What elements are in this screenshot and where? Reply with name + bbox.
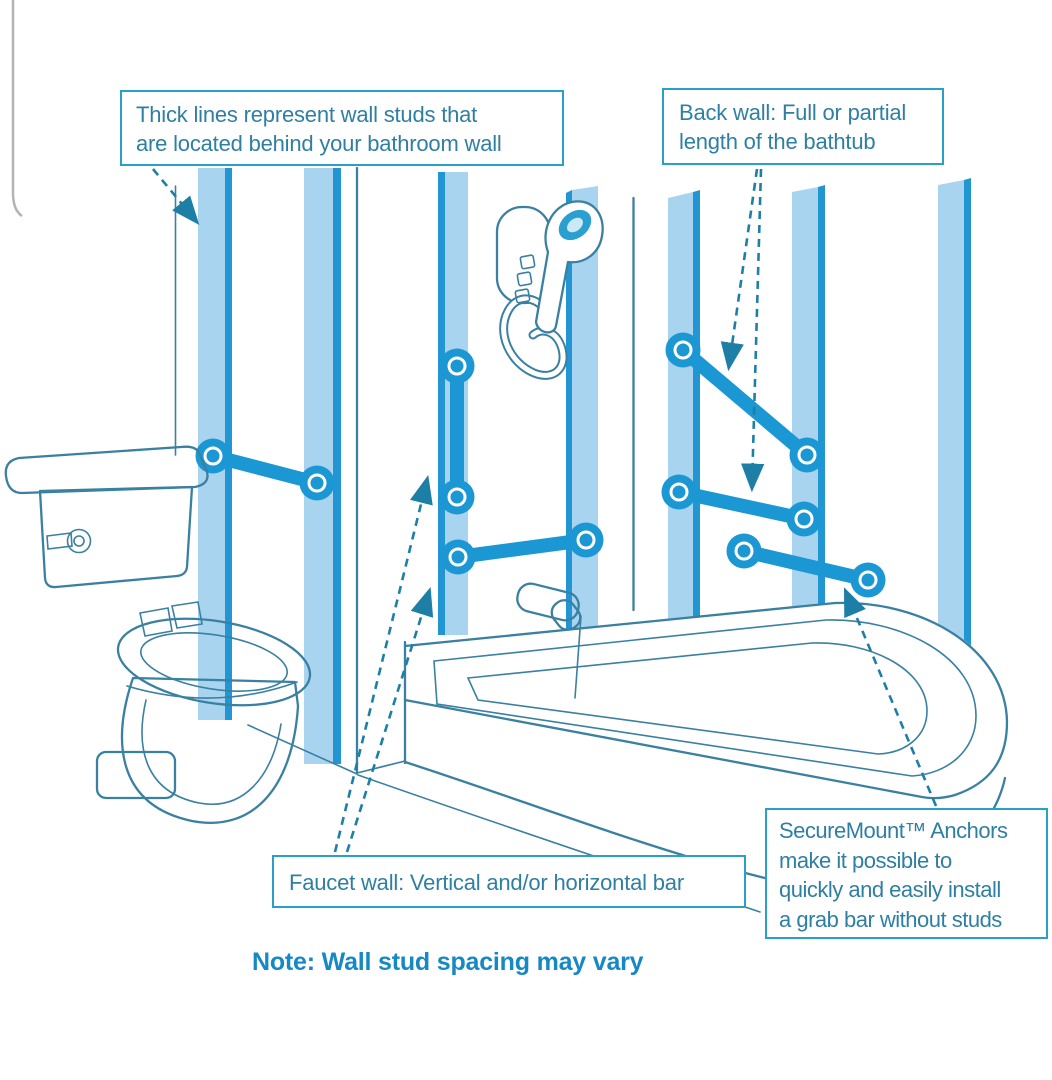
callout-text: Thick lines represent wall studs that	[136, 102, 478, 127]
dashed-arrow-faucet-wall-1	[333, 474, 433, 853]
grab-bar-back-diagonal	[665, 332, 825, 473]
back-wall	[668, 178, 971, 700]
callout-back-wall: Back wall: Full or partial length of the…	[662, 88, 944, 165]
callout-text: are located behind your bathroom wall	[136, 131, 502, 156]
callout-arrows	[151, 168, 938, 853]
dashed-arrow-back-wall-1	[720, 168, 759, 372]
callout-text: make it possible to	[779, 847, 952, 873]
callout-text: SecureMount™ Anchors	[779, 818, 1008, 843]
callout-faucet-wall: Faucet wall: Vertical and/or horizontal …	[272, 855, 746, 908]
wall-stud-g	[938, 178, 971, 700]
handheld-shower-icon	[495, 200, 604, 380]
note-text: Note: Wall stud spacing may vary	[252, 948, 644, 976]
callout-securemount: SecureMount™ Anchors make it possible to…	[765, 808, 1048, 939]
wall-stud-f	[792, 185, 825, 672]
wall-stud-e	[668, 190, 700, 645]
toilet-icon	[4, 445, 312, 824]
grab-bars	[195, 332, 886, 598]
grab-bar-faucet-vertical	[439, 348, 475, 515]
callout-wall-studs: Thick lines represent wall studs that ar…	[120, 90, 564, 166]
callout-text: Back wall: Full or partial	[679, 100, 907, 125]
callout-text: quickly and easily install	[779, 877, 1001, 902]
grab-bar-back-middle	[661, 474, 822, 537]
dashed-arrow-back-wall-2	[740, 168, 765, 493]
callout-text: Faucet wall: Vertical and/or horizontal …	[289, 870, 684, 895]
dashed-arrow-faucet-wall-2	[345, 587, 434, 853]
callout-text: a grab bar without studs	[779, 906, 1002, 932]
faucet-spout-icon	[516, 582, 582, 631]
grab-bar-faucet-horizontal	[440, 522, 604, 575]
page-edge	[11, 0, 23, 218]
dashed-arrow-wall-studs	[151, 168, 200, 226]
dashed-arrow-securemount	[843, 587, 938, 807]
floor-edge-left	[247, 724, 358, 775]
wall-stud-d	[566, 186, 598, 630]
callout-text: length of the bathtub	[679, 129, 876, 154]
